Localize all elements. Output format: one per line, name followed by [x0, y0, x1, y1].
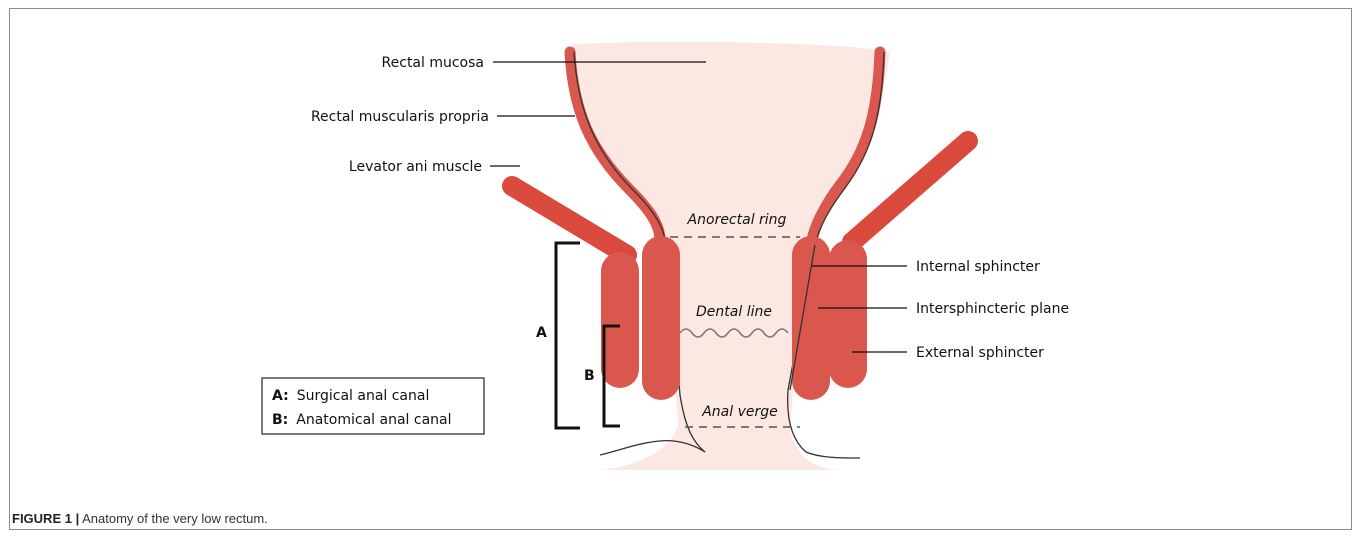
- label-anal-verge: Anal verge: [701, 404, 778, 420]
- label-intersphincteric-plane: Intersphincteric plane: [916, 301, 1069, 317]
- levator-ani-left: [512, 186, 627, 255]
- figure-caption: FIGURE 1 | Anatomy of the very low rectu…: [12, 511, 268, 526]
- external-sphincter-left: [601, 252, 639, 388]
- bracket-a-letter: A: [536, 325, 547, 341]
- label-external-sphincter: External sphincter: [916, 345, 1044, 361]
- label-rectal-mucosa: Rectal mucosa: [382, 55, 484, 71]
- label-levator-ani: Levator ani muscle: [349, 159, 482, 175]
- caption-prefix: FIGURE 1 |: [12, 511, 79, 526]
- internal-sphincter-left: [642, 236, 680, 400]
- bracket-b-letter: B: [584, 368, 595, 384]
- bracket-a: [556, 243, 580, 428]
- internal-sphincter-right: [792, 236, 830, 400]
- legend-key-a: A:: [272, 388, 289, 404]
- label-dental-line: Dental line: [696, 304, 772, 320]
- legend-row-b: B: Anatomical anal canal: [272, 411, 452, 428]
- label-internal-sphincter: Internal sphincter: [916, 259, 1040, 275]
- external-sphincter-right: [829, 240, 867, 388]
- legend-text-a: Surgical anal canal: [297, 388, 430, 404]
- label-rectal-muscularis: Rectal muscularis propria: [311, 109, 489, 125]
- legend-text-b: Anatomical anal canal: [296, 412, 451, 428]
- caption-text: Anatomy of the very low rectum.: [82, 511, 268, 526]
- legend-key-b: B:: [272, 412, 288, 428]
- levator-ani-right: [852, 141, 968, 242]
- label-anorectal-ring: Anorectal ring: [687, 212, 787, 228]
